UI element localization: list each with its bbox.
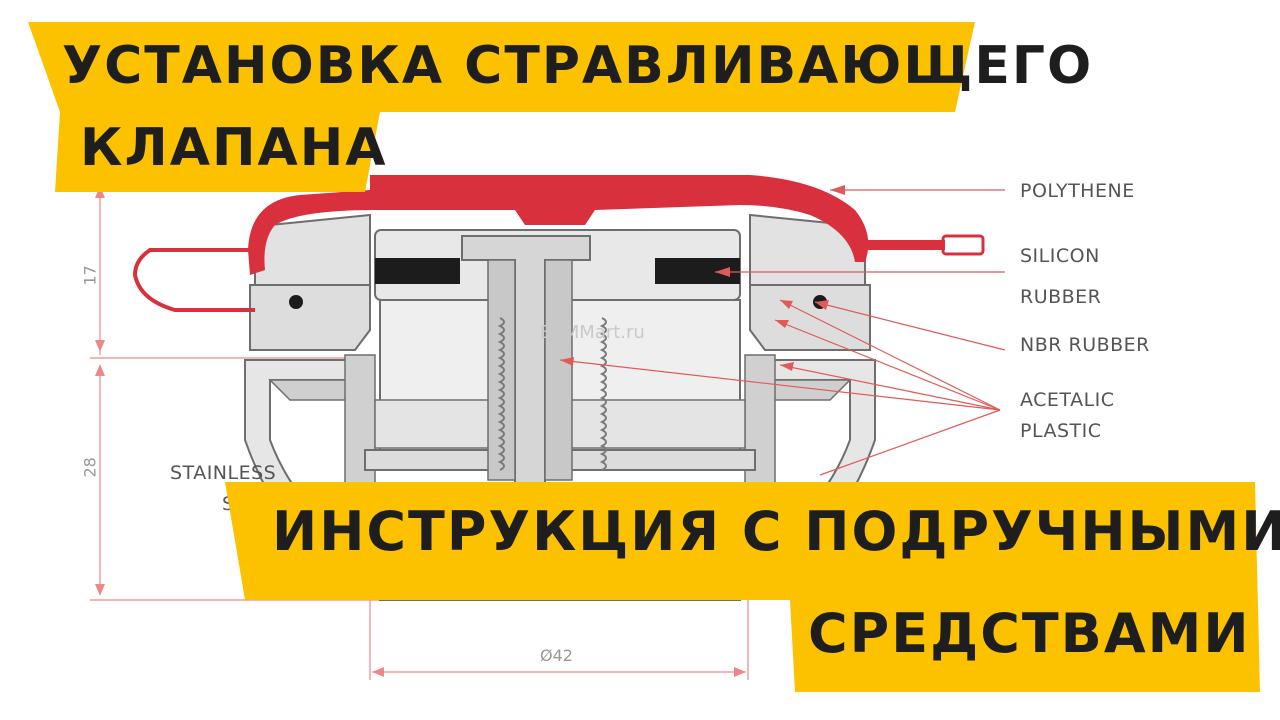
label-plastic: PLASTIC bbox=[1020, 420, 1102, 442]
label-stainless: STAINLESS bbox=[170, 462, 277, 484]
header-title-line1: УСТАНОВКА СТРАВЛИВАЮЩЕГО bbox=[62, 36, 1094, 96]
label-acetalic: ACETALIC bbox=[1020, 389, 1115, 411]
watermark: BuMMart.ru bbox=[540, 322, 645, 343]
header-title-line2: КЛАПАНА bbox=[80, 118, 388, 178]
dimension-diameter: Ø42 bbox=[540, 646, 573, 665]
silicon-seal-left bbox=[375, 258, 460, 284]
spring-right bbox=[599, 317, 607, 471]
spring-left bbox=[497, 317, 505, 471]
label-nbr-rubber: NBR RUBBER bbox=[1020, 334, 1150, 356]
label-rubber: RUBBER bbox=[1020, 286, 1102, 308]
acetal-plastic-parts bbox=[249, 213, 871, 591]
polythene-cap bbox=[132, 175, 985, 312]
label-polythene: POLYTHENE bbox=[1020, 180, 1135, 202]
label-silicon: SILICON bbox=[1020, 245, 1100, 267]
footer-title-line2: СРЕДСТВАМИ bbox=[808, 602, 1251, 665]
footer-title-line1: ИНСТРУКЦИЯ С ПОДРУЧНЫМИ bbox=[272, 500, 1280, 563]
leader-lines bbox=[559, 189, 1006, 476]
